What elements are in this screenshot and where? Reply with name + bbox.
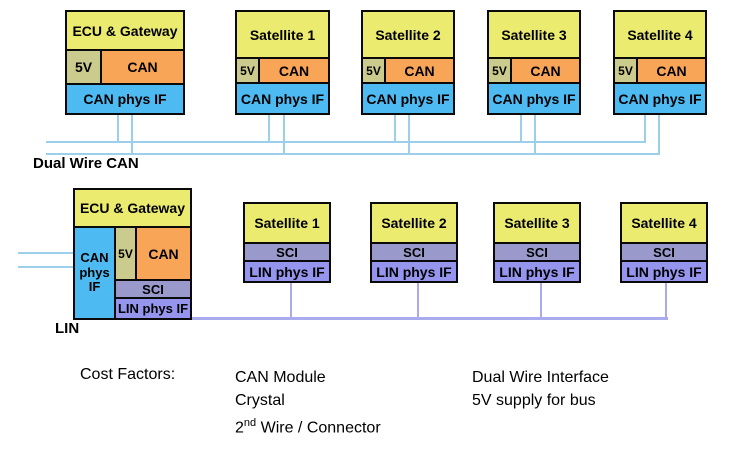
cost-item-5v-supply: 5V supply for bus	[472, 392, 596, 409]
can-satellite-4-title: Satellite 4	[615, 12, 705, 59]
can-ecu-phys-cell: CAN phys IF	[67, 85, 183, 113]
cost-factors-can-column: CAN Module Crystal 2nd Wire / Connector	[235, 366, 381, 439]
can-drop-sat4-b	[658, 115, 660, 155]
lin-satellite-4-sci-cell: SCI	[622, 244, 706, 262]
lin-label: LIN	[55, 320, 80, 337]
lin-ecu-title: ECU & Gateway	[75, 190, 190, 228]
can-satellite-2-5v-cell: 5V	[363, 59, 386, 82]
can-satellite-3-title: Satellite 3	[489, 12, 579, 59]
lin-satellite-1-title: Satellite 1	[245, 204, 329, 244]
lin-satellite-4-title: Satellite 4	[622, 204, 706, 244]
lin-satellite-3-sci-cell: SCI	[495, 244, 579, 262]
can-satellite-4-5v-cell: 5V	[615, 59, 638, 82]
lin-satellite-4-node: Satellite 4 SCI LIN phys IF	[620, 202, 708, 283]
can-ecu-gateway-node: ECU & Gateway 5V CAN CAN phys IF	[65, 10, 185, 115]
cost-factors-interface-column: Dual Wire Interface 5V supply for bus	[472, 366, 609, 412]
can-ecu-can-cell: CAN	[102, 51, 183, 83]
can-satellite-4-can-cell: CAN	[638, 59, 705, 82]
can-satellite-4-phys-cell: CAN phys IF	[615, 84, 705, 113]
lin-satellite-2-sci-cell: SCI	[372, 244, 456, 262]
can-drop-sat3-a	[520, 115, 522, 143]
lin-satellite-2-title: Satellite 2	[372, 204, 456, 244]
lin-drop-sat2	[417, 283, 419, 317]
can-drop-ecu-b	[131, 115, 133, 155]
can-satellite-3-can-cell: CAN	[512, 59, 579, 82]
lin-ecu-gateway-node: ECU & Gateway CAN phys IF 5V CAN SCI LIN…	[73, 188, 192, 320]
lin-satellite-1-node: Satellite 1 SCI LIN phys IF	[243, 202, 331, 283]
lin-satellite-1-lin-phys-cell: LIN phys IF	[245, 262, 329, 281]
lin-satellite-3-lin-phys-cell: LIN phys IF	[495, 262, 579, 281]
lin-drop-sat1	[290, 283, 292, 317]
lin-satellite-3-title: Satellite 3	[495, 204, 579, 244]
can-satellite-3-node: Satellite 3 5V CAN CAN phys IF	[487, 10, 581, 115]
lin-satellite-1-sci-cell: SCI	[245, 244, 329, 262]
lin-ecu-sci-cell: SCI	[116, 281, 190, 299]
can-ecu-title: ECU & Gateway	[67, 12, 183, 51]
can-drop-sat2-b	[408, 115, 410, 155]
can-stub-wire-2	[18, 266, 73, 268]
can-satellite-2-title: Satellite 2	[363, 12, 453, 59]
dual-wire-can-label: Dual Wire CAN	[33, 155, 139, 172]
can-drop-sat1-b	[283, 115, 285, 155]
can-satellite-3-5v-cell: 5V	[489, 59, 512, 82]
can-satellite-2-can-cell: CAN	[386, 59, 453, 82]
can-bus-wire-2	[46, 153, 659, 155]
can-satellite-1-title: Satellite 1	[237, 12, 328, 59]
cost-item-can-module: CAN Module	[235, 369, 326, 386]
cost-factors-label: Cost Factors:	[80, 366, 176, 383]
can-drop-sat1-a	[268, 115, 270, 143]
lin-satellite-2-lin-phys-cell: LIN phys IF	[372, 262, 456, 281]
lin-drop-sat3	[540, 283, 542, 317]
lin-ecu-lin-phys-cell: LIN phys IF	[116, 299, 190, 318]
can-drop-sat2-a	[394, 115, 396, 143]
can-satellite-2-phys-cell: CAN phys IF	[363, 84, 453, 113]
lin-bus-wire	[192, 317, 668, 320]
can-satellite-1-5v-cell: 5V	[237, 59, 260, 82]
lin-ecu-can-cell: CAN	[137, 228, 190, 279]
lin-satellite-3-node: Satellite 3 SCI LIN phys IF	[493, 202, 581, 283]
can-satellite-4-node: Satellite 4 5V CAN CAN phys IF	[613, 10, 707, 115]
can-drop-ecu-a	[117, 115, 119, 143]
can-satellite-3-phys-cell: CAN phys IF	[489, 84, 579, 113]
cost-item-crystal: Crystal	[235, 392, 285, 409]
can-bus-wire-1	[46, 141, 645, 143]
lin-ecu-can-phys-cell: CAN phys IF	[75, 228, 116, 318]
can-satellite-2-node: Satellite 2 5V CAN CAN phys IF	[361, 10, 455, 115]
can-ecu-5v-cell: 5V	[67, 51, 102, 83]
can-satellite-1-node: Satellite 1 5V CAN CAN phys IF	[235, 10, 330, 115]
can-drop-sat3-b	[534, 115, 536, 155]
lin-drop-sat4	[665, 283, 667, 317]
cost-item-dual-wire-interface: Dual Wire Interface	[472, 369, 609, 386]
lin-satellite-4-lin-phys-cell: LIN phys IF	[622, 262, 706, 281]
cost-item-second-wire: 2nd Wire / Connector	[235, 417, 381, 437]
lin-satellite-2-node: Satellite 2 SCI LIN phys IF	[370, 202, 458, 283]
can-satellite-1-phys-cell: CAN phys IF	[237, 84, 328, 113]
lin-ecu-5v-cell: 5V	[116, 228, 137, 279]
can-drop-sat4-a	[644, 115, 646, 143]
can-stub-wire-1	[18, 252, 73, 254]
can-satellite-1-can-cell: CAN	[260, 59, 328, 82]
